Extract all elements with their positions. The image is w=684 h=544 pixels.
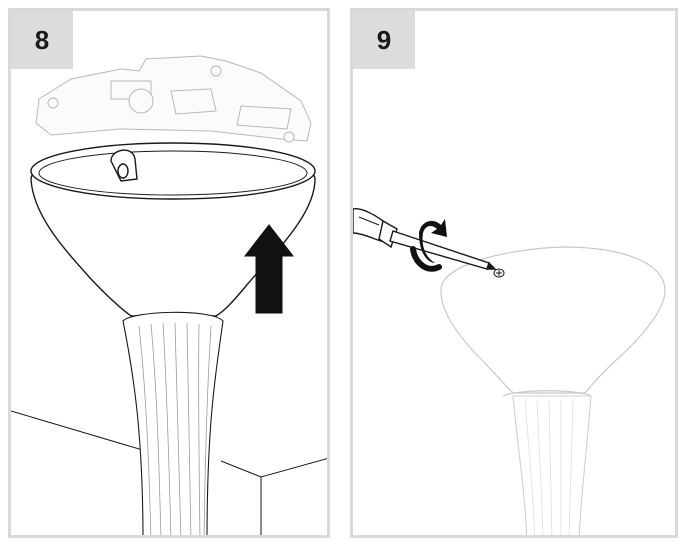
rotate-arrow-icon bbox=[410, 219, 447, 272]
step-9-illustration bbox=[353, 207, 666, 535]
step-8-panel: 8 bbox=[8, 8, 330, 538]
hook-icon bbox=[110, 149, 138, 182]
screw-icon bbox=[493, 268, 505, 278]
lamp-stem bbox=[512, 395, 592, 535]
step-badge: 8 bbox=[11, 11, 73, 69]
room-corner-lines bbox=[11, 410, 327, 535]
arrow-up-icon bbox=[243, 224, 295, 314]
ceiling-canopy bbox=[440, 246, 666, 397]
step-9-panel: 9 bbox=[350, 8, 678, 538]
step-number: 8 bbox=[34, 24, 50, 55]
ceiling-canopy bbox=[30, 142, 316, 317]
step-number: 9 bbox=[376, 24, 392, 55]
mounting-plate bbox=[35, 55, 312, 143]
screwdriver-icon bbox=[353, 207, 497, 270]
step-badge: 9 bbox=[353, 11, 415, 69]
step-8-illustration bbox=[11, 55, 327, 535]
lamp-stem bbox=[122, 311, 224, 535]
